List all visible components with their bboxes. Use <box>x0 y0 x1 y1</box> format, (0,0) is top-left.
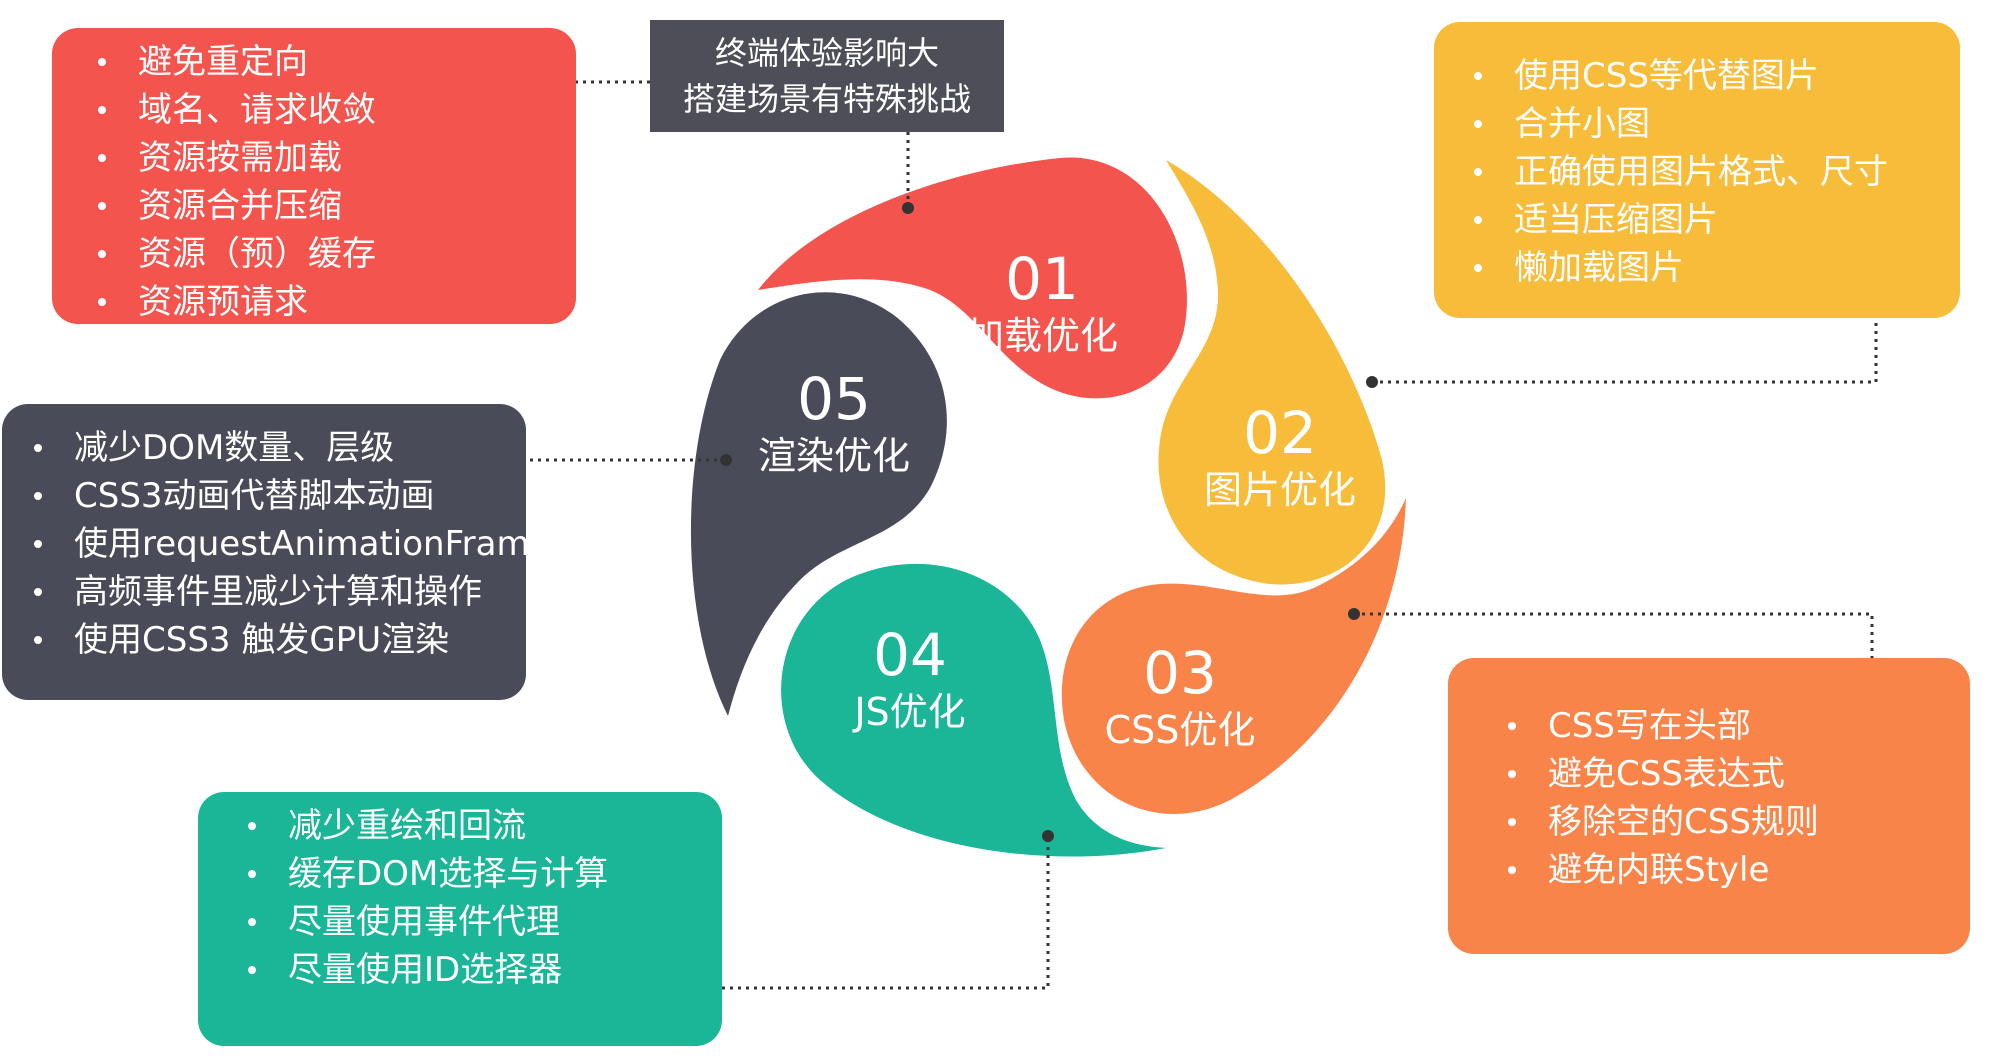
list-item: 正确使用图片格式、尺寸 <box>1474 148 1960 196</box>
list-item: 避免CSS表达式 <box>1508 750 1970 798</box>
list-item: 尽量使用事件代理 <box>248 898 722 946</box>
list-item: 尽量使用ID选择器 <box>248 946 722 994</box>
css-optimization-list: CSS写在头部 避免CSS表达式 移除空的CSS规则 避免内联Style <box>1508 702 1970 894</box>
render-optimization-list: 减少DOM数量、层级 CSS3动画代替脚本动画 使用requestAnimati… <box>34 424 551 664</box>
petal-01-loading <box>758 157 1187 399</box>
segment-title: 加载优化 <box>965 314 1118 358</box>
list-item: 资源按需加载 <box>98 134 576 182</box>
connector-03 <box>1354 612 1874 678</box>
list-item: 使用CSS3 触发GPU渲染 <box>34 616 526 664</box>
loading-optimization-list: 避免重定向 域名、请求收敛 资源按需加载 资源合并压缩 资源（预）缓存 资源预请… <box>98 38 576 326</box>
loading-optimization-box: 避免重定向 域名、请求收敛 资源按需加载 资源合并压缩 资源（预）缓存 资源预请… <box>52 28 576 324</box>
petal-02-image <box>1158 160 1386 585</box>
list-item: 合并小图 <box>1474 100 1960 148</box>
segment-number: 04 <box>873 621 947 689</box>
petal-04-js <box>781 563 1166 857</box>
list-item: 移除空的CSS规则 <box>1508 798 1970 846</box>
list-item: 使用CSS等代替图片 <box>1474 52 1960 100</box>
note-line: 终端体验影响大 <box>714 34 939 72</box>
petal-label-04: 04 JS优化 <box>800 622 1020 736</box>
js-optimization-list: 减少重绘和回流 缓存DOM选择与计算 尽量使用事件代理 尽量使用ID选择器 <box>248 802 722 994</box>
list-item: CSS3动画代替脚本动画 <box>34 472 526 520</box>
segment-number: 05 <box>797 365 871 433</box>
petal-label-01: 01 加载优化 <box>932 246 1152 360</box>
connector-dot-02-petal <box>1366 376 1378 388</box>
petal-03-css <box>1061 498 1406 814</box>
css-optimization-box: CSS写在头部 避免CSS表达式 移除空的CSS规则 避免内联Style <box>1448 658 1970 954</box>
list-item: 避免内联Style <box>1508 846 1970 894</box>
segment-title: CSS优化 <box>1104 708 1256 752</box>
petal-05-render <box>690 292 947 716</box>
connector-04 <box>674 836 1050 990</box>
petal-label-02: 02 图片优化 <box>1170 400 1390 514</box>
list-item: 懒加载图片 <box>1474 244 1960 292</box>
connector-02 <box>1372 300 1878 384</box>
list-item: 资源合并压缩 <box>98 182 576 230</box>
segment-number: 02 <box>1243 399 1317 467</box>
note-line: 搭建场景有特殊挑战 <box>682 80 971 118</box>
list-item: 域名、请求收敛 <box>98 86 576 134</box>
segment-number: 03 <box>1143 639 1217 707</box>
list-item: 资源预请求 <box>98 278 576 326</box>
render-optimization-box: 减少DOM数量、层级 CSS3动画代替脚本动画 使用requestAnimati… <box>2 404 551 700</box>
list-item: CSS写在头部 <box>1508 702 1970 750</box>
connector-dot-04-petal <box>1042 830 1054 842</box>
list-item: 避免重定向 <box>98 38 576 86</box>
list-item: 高频事件里减少计算和操作 <box>34 568 526 616</box>
list-item: 减少重绘和回流 <box>248 802 722 850</box>
image-optimization-list: 使用CSS等代替图片 合并小图 正确使用图片格式、尺寸 适当压缩图片 懒加载图片 <box>1474 52 1960 292</box>
connector-dot-note <box>902 202 914 214</box>
list-item: 适当压缩图片 <box>1474 196 1960 244</box>
segment-title: JS优化 <box>854 690 966 734</box>
connector-dot-05-petal <box>720 454 732 466</box>
petal-label-05: 05 渲染优化 <box>724 366 944 480</box>
segment-number: 01 <box>1005 245 1079 313</box>
list-item: 减少DOM数量、层级 <box>34 424 526 472</box>
connector-dot-03-petal <box>1348 608 1360 620</box>
image-optimization-box: 使用CSS等代替图片 合并小图 正确使用图片格式、尺寸 适当压缩图片 懒加载图片 <box>1434 22 1960 318</box>
segment-title: 图片优化 <box>1203 468 1356 512</box>
js-optimization-box: 减少重绘和回流 缓存DOM选择与计算 尽量使用事件代理 尽量使用ID选择器 <box>198 792 722 1046</box>
challenge-note: 终端体验影响大 搭建场景有特殊挑战 <box>650 20 1004 132</box>
list-item: 缓存DOM选择与计算 <box>248 850 722 898</box>
segment-title: 渲染优化 <box>757 434 910 478</box>
list-item: 资源（预）缓存 <box>98 230 576 278</box>
list-item: 使用requestAnimationFrame <box>34 520 551 568</box>
petal-label-03: 03 CSS优化 <box>1070 640 1290 754</box>
